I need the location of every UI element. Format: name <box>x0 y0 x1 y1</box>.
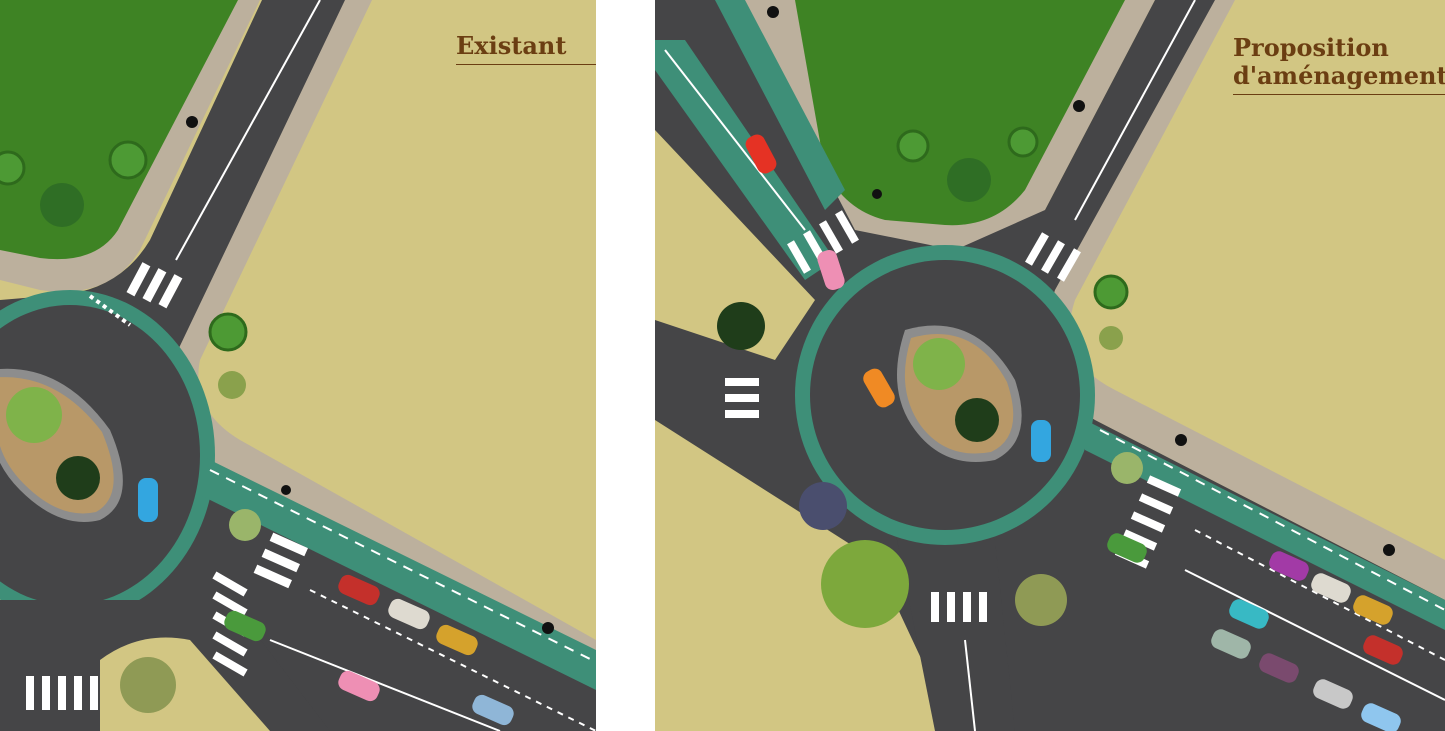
bike-lane-west <box>655 40 835 280</box>
existing-plan <box>0 0 596 731</box>
title-text: Existant <box>456 31 567 60</box>
tree-icon <box>208 312 248 352</box>
proposal-plan <box>655 0 1445 731</box>
bike-lane-north <box>715 0 845 210</box>
sidewalk-right <box>173 0 596 680</box>
lane-line-dashed <box>309 589 596 731</box>
lane-line-solid <box>1184 569 1445 701</box>
agave-icon <box>56 456 100 500</box>
road-main <box>655 0 1445 731</box>
palm-icon <box>1099 326 1123 350</box>
tree-icon <box>821 540 909 628</box>
lane-line-north <box>1074 0 1196 221</box>
title-line-1: Proposition <box>1233 33 1389 62</box>
bike-lane-marking <box>1099 429 1445 611</box>
tree-icon <box>896 129 930 163</box>
agave-icon <box>6 387 62 443</box>
give-way-line <box>88 294 132 327</box>
shrub-icon <box>1111 452 1143 484</box>
pedestrian-icon <box>767 6 1395 556</box>
tree-icon <box>1007 126 1039 158</box>
road-south <box>895 530 1015 731</box>
cars <box>138 478 514 726</box>
agave-icon <box>913 338 965 390</box>
crosswalk-west <box>725 378 759 418</box>
tree-icon <box>0 150 26 186</box>
bike-lane-east <box>1085 420 1445 630</box>
tree-icon <box>1093 274 1129 310</box>
title-underline <box>456 64 596 65</box>
lane-line-south <box>964 639 976 731</box>
palm-icon <box>1015 574 1067 626</box>
crosswalk-top <box>126 262 183 309</box>
panel-title-existing: Existant <box>456 32 596 65</box>
lane-line-top <box>175 0 321 261</box>
lawn <box>795 0 1125 226</box>
title-line-2: d'aménagement <box>1233 61 1445 90</box>
crosswalk-south <box>931 592 987 622</box>
crosswalk-lower <box>26 676 98 710</box>
cars <box>745 134 1403 731</box>
crosswalk-right <box>253 532 308 589</box>
crosswalk-northeast <box>1025 232 1081 282</box>
tree-icon <box>108 140 148 180</box>
lane-line-west <box>664 49 806 231</box>
shrub-icon <box>229 509 261 541</box>
palm-icon <box>40 183 84 227</box>
tree-icon <box>717 302 765 350</box>
pedestrian-icon <box>186 116 554 634</box>
title-underline <box>1233 94 1445 95</box>
agave-icon <box>799 482 847 530</box>
panel-proposal: Proposition d'aménagement <box>655 0 1445 731</box>
panel-title-proposal: Proposition d'aménagement <box>1233 34 1445 95</box>
sidewalk-right <box>1046 0 1445 600</box>
lane-line-solid <box>269 639 501 731</box>
palm-icon <box>947 158 991 202</box>
palm-icon <box>120 657 176 713</box>
panel-existing: Existant <box>0 0 596 731</box>
palm-icon <box>218 371 246 399</box>
agave-icon <box>955 398 999 442</box>
